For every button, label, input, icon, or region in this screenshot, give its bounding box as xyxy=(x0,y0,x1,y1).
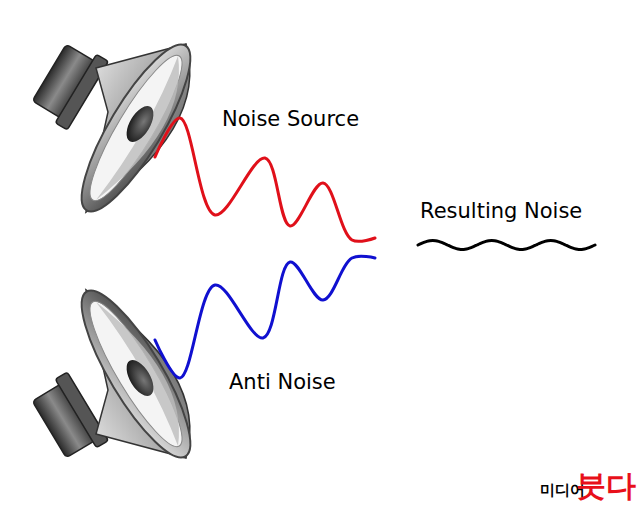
wave-label: Noise Source xyxy=(222,108,359,131)
watermark: 붓다 xyxy=(576,469,636,502)
noise-wave xyxy=(155,118,375,241)
wave-label: Anti Noise xyxy=(229,371,336,394)
anti-noise-wave xyxy=(155,256,375,378)
speaker xyxy=(29,278,208,469)
speaker xyxy=(29,32,208,223)
wave-label: Resulting Noise xyxy=(420,200,582,223)
resulting-wave xyxy=(418,241,595,250)
